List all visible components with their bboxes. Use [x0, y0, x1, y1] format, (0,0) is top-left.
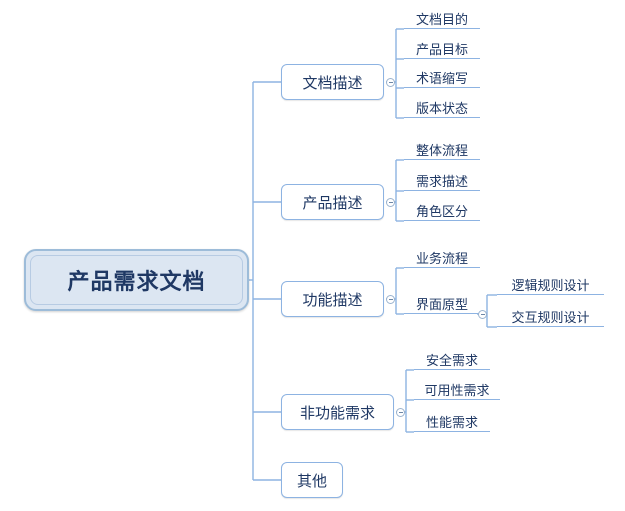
- leaf-node-0-0[interactable]: 文档目的: [404, 8, 480, 29]
- leaf-label-0-2: 术语缩写: [415, 70, 468, 86]
- leaf-label-0-3: 版本状态: [415, 100, 468, 116]
- leaf-node-1-0[interactable]: 整体流程: [404, 139, 480, 160]
- collapse-toggle-2[interactable]: [386, 295, 395, 304]
- branch-label-4: 其他: [296, 472, 327, 490]
- leaf-node-1-1[interactable]: 需求描述: [404, 170, 480, 191]
- leaf-label-3-2: 性能需求: [425, 414, 478, 430]
- collapse-toggle-1[interactable]: [386, 198, 395, 207]
- leaf-label-3-0: 安全需求: [425, 352, 478, 368]
- leaf-label-1-0: 整体流程: [415, 142, 468, 158]
- leaf-label-0-1: 产品目标: [415, 41, 468, 57]
- branch-node-2[interactable]: 功能描述: [281, 281, 384, 317]
- leaf-node-0-2[interactable]: 术语缩写: [404, 67, 480, 88]
- branch-node-0[interactable]: 文档描述: [281, 64, 384, 100]
- leaf-label-2-1-1: 交互规则设计: [511, 309, 590, 325]
- leaf-node-2-1-0[interactable]: 逻辑规则设计: [497, 274, 604, 295]
- collapse-toggle-2-1[interactable]: [478, 310, 487, 319]
- branch-label-3: 非功能需求: [299, 404, 375, 422]
- leaf-label-2-1: 界面原型: [415, 296, 468, 312]
- branch-label-2: 功能描述: [302, 291, 363, 309]
- leaf-label-1-1: 需求描述: [415, 173, 468, 189]
- leaf-node-0-1[interactable]: 产品目标: [404, 38, 480, 59]
- leaf-node-3-0[interactable]: 安全需求: [414, 349, 490, 370]
- root-node-inner: 产品需求文档: [30, 255, 243, 305]
- leaf-node-0-3[interactable]: 版本状态: [404, 97, 480, 118]
- leaf-node-3-1[interactable]: 可用性需求: [414, 379, 500, 400]
- branch-node-3[interactable]: 非功能需求: [281, 394, 394, 430]
- collapse-toggle-0[interactable]: [386, 78, 395, 87]
- leaf-label-1-2: 角色区分: [415, 203, 468, 219]
- leaf-label-2-0: 业务流程: [415, 250, 468, 266]
- collapse-toggle-3[interactable]: [396, 408, 405, 417]
- root-node[interactable]: 产品需求文档: [24, 249, 249, 311]
- leaf-node-2-0[interactable]: 业务流程: [404, 247, 480, 268]
- branch-label-1: 产品描述: [302, 194, 363, 212]
- leaf-node-2-1[interactable]: 界面原型: [404, 293, 480, 314]
- leaf-label-2-1-0: 逻辑规则设计: [511, 277, 590, 293]
- leaf-label-3-1: 可用性需求: [424, 382, 490, 398]
- leaf-node-1-2[interactable]: 角色区分: [404, 200, 480, 221]
- branch-node-1[interactable]: 产品描述: [281, 184, 384, 220]
- leaf-node-2-1-1[interactable]: 交互规则设计: [497, 306, 604, 327]
- branch-node-4[interactable]: 其他: [281, 462, 343, 498]
- leaf-label-0-0: 文档目的: [415, 11, 468, 27]
- leaf-node-3-2[interactable]: 性能需求: [414, 411, 490, 432]
- branch-label-0: 文档描述: [302, 74, 363, 92]
- root-label: 产品需求文档: [67, 269, 206, 294]
